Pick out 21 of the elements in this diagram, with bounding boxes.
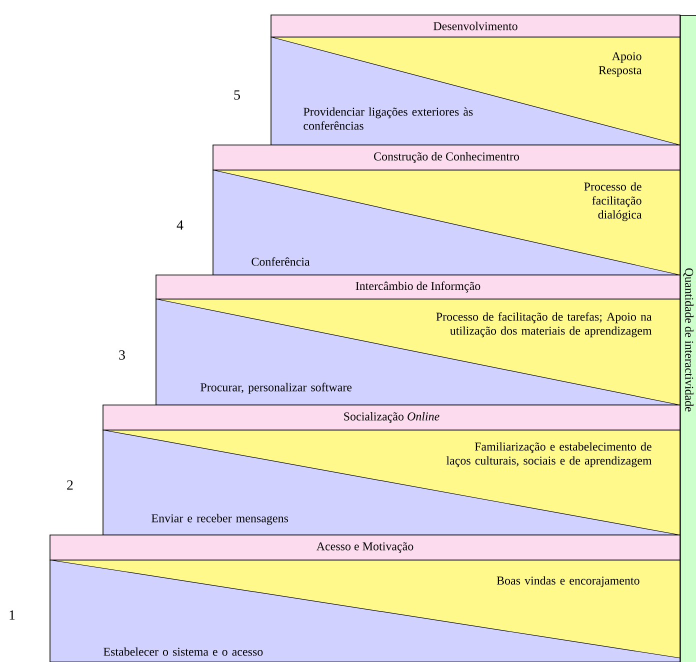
header-band: Intercâmbio de Informção — [156, 274, 680, 300]
step-number: 4 — [176, 220, 184, 230]
step-text: Familiarização e estabelecimento de laços culturais, sociais e de aprendizagem — [446, 442, 652, 468]
header-band: Socialização Online — [102, 404, 680, 430]
step-text: Estabelecer o sistema e o acesso — [104, 647, 263, 656]
step-text: Processo de facilitação dialógica — [584, 182, 642, 222]
step-number: 1 — [10, 610, 15, 620]
step-text: Procurar, personalizar software — [200, 382, 352, 394]
step-text: Boas vindas e encorajamento — [496, 576, 640, 588]
step-text: Processo de facilitação de tarefas; Apoio na utilização dos materiais de aprendizagem — [436, 312, 652, 338]
header-band: Desenvolvimento — [270, 14, 680, 38]
step-number: 2 — [67, 480, 73, 490]
header-band: Construção de Conhecimentro — [212, 144, 680, 170]
step-text: Apoio Resposta — [598, 52, 642, 77]
step-number: 3 — [119, 350, 125, 360]
step-text: Enviar e receber mensagens — [152, 514, 288, 525]
step-number: 5 — [234, 90, 240, 100]
step-text: Conferência — [252, 257, 310, 266]
header-band: Acesso e Motivação — [50, 534, 680, 560]
step-text: Providenciar ligações exteriores às conferências — [304, 107, 473, 130]
side-bar: Quantidade de interactividade — [680, 15, 696, 662]
